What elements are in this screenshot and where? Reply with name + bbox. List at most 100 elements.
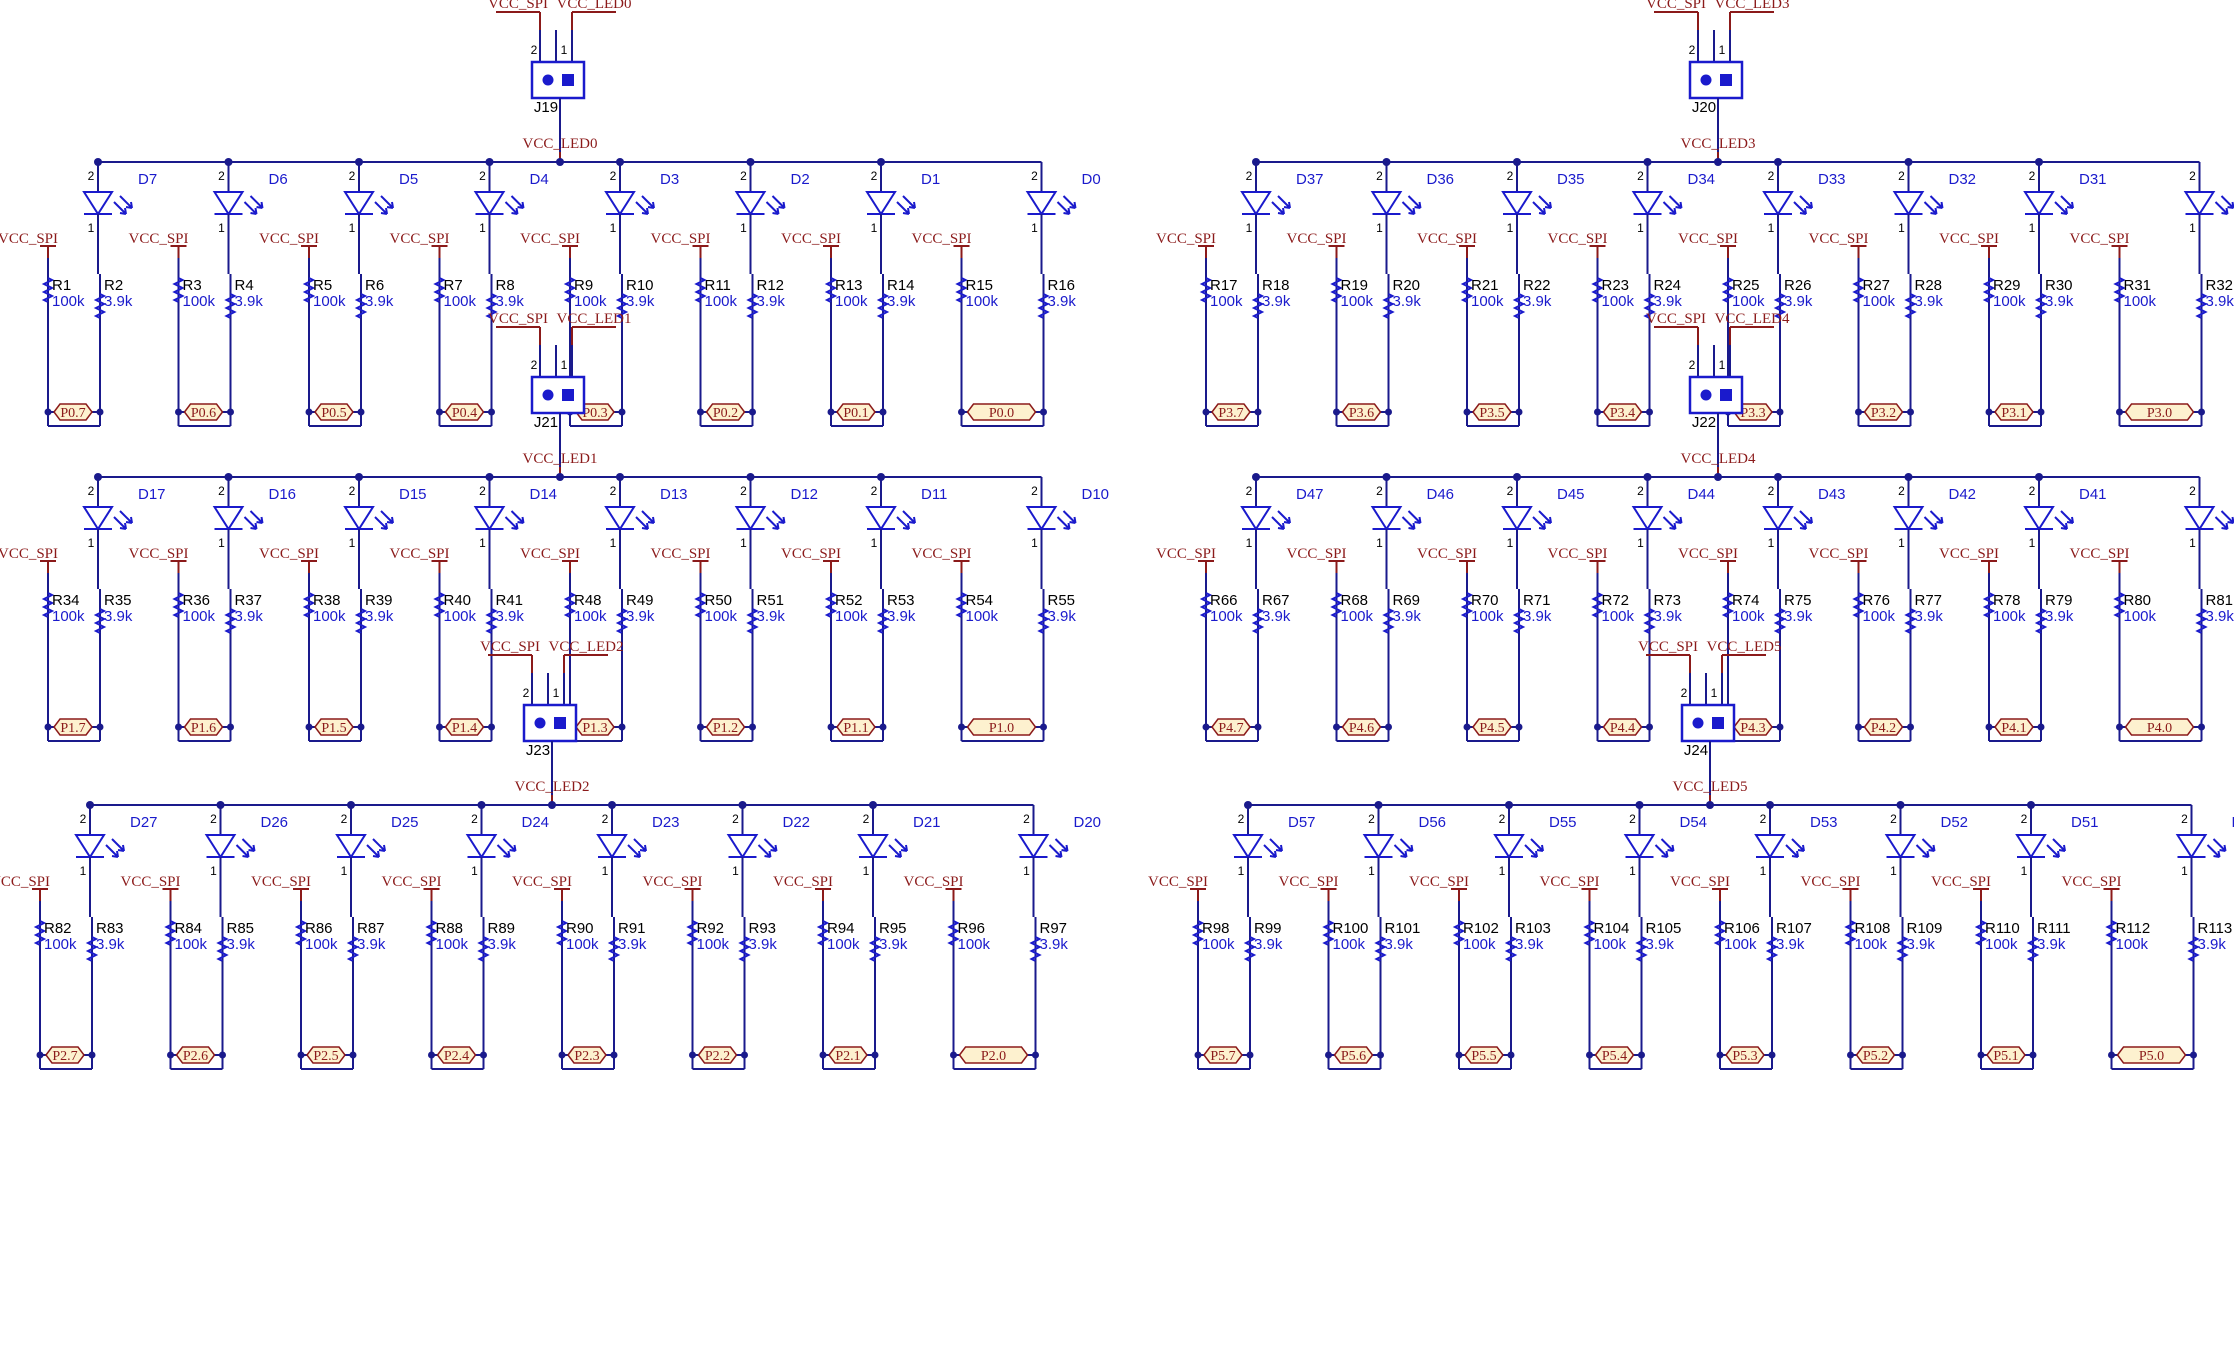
vcc-spi-label: VCC_SPI xyxy=(1931,874,1991,890)
bus-net-label: VCC_LED4 xyxy=(1681,451,1757,467)
resistor-designator: R74 xyxy=(1732,592,1760,609)
light-emission-icon xyxy=(504,195,525,215)
junction xyxy=(1244,801,1252,809)
resistor-r79 xyxy=(2034,608,2048,634)
bus-net-label: VCC_LED1 xyxy=(523,451,598,467)
light-emission-icon xyxy=(1793,195,1813,215)
light-emission-icon xyxy=(1393,838,1414,858)
resistor-value: 3.9k xyxy=(2045,608,2074,625)
jumper-pin-1 xyxy=(554,717,566,729)
port-label: P2.0 xyxy=(981,1049,1006,1064)
resistor-value: 100k xyxy=(705,608,738,625)
resistor-value: 3.9k xyxy=(1784,293,1813,310)
pin-number: 2 xyxy=(1368,812,1375,826)
resistor-r41 xyxy=(485,608,498,634)
pin-number: 1 xyxy=(1376,536,1383,550)
pin-number: 2 xyxy=(210,812,217,826)
pin-number: 1 xyxy=(2029,536,2036,550)
resistor-designator: R102 xyxy=(1463,920,1499,937)
bus-net-label: VCC_LED3 xyxy=(1681,136,1756,152)
pin-number: 2 xyxy=(1507,169,1514,183)
jumper-pin-2 xyxy=(542,389,554,401)
led-designator: D10 xyxy=(1082,486,1110,503)
led-d11 xyxy=(865,506,897,531)
resistor-r77 xyxy=(1904,608,1917,634)
port-label: P3.7 xyxy=(1218,406,1243,421)
led-d25 xyxy=(335,834,367,859)
port-flag xyxy=(183,718,224,736)
resistor-value: 100k xyxy=(1724,936,1757,953)
vcc-spi-label: VCC_SPI xyxy=(0,874,50,890)
port-flag xyxy=(1863,403,1904,421)
port-flag xyxy=(2116,1046,2187,1064)
pin-number: 2 xyxy=(1499,812,1506,826)
led-d15 xyxy=(343,506,375,531)
port-flag xyxy=(53,718,93,736)
junction xyxy=(216,801,225,809)
resistor-r8 xyxy=(485,293,498,319)
resistor-r15 xyxy=(955,277,968,303)
resistor-designator: R38 xyxy=(313,592,341,609)
led-designator: D50 xyxy=(2232,814,2234,831)
port-label: P0.7 xyxy=(60,406,85,421)
port-flag xyxy=(1733,718,1773,736)
led-designator: D51 xyxy=(2071,814,2099,831)
pin-number: 2 xyxy=(531,358,538,372)
pin-number: 2 xyxy=(531,43,538,57)
pin-number: 2 xyxy=(2029,169,2036,183)
resistor-r3 xyxy=(172,277,185,303)
pin-number: 1 xyxy=(1507,221,1514,235)
resistor-value: 100k xyxy=(1993,608,2026,625)
resistor-r50 xyxy=(694,592,707,618)
led-d6 xyxy=(212,191,245,216)
junction xyxy=(738,801,747,809)
vcc-spi-label: VCC_SPI xyxy=(2069,231,2129,247)
resistor-value: 3.9k xyxy=(1654,608,1683,625)
resistor-value: 3.9k xyxy=(1040,936,1069,953)
resistor-designator: R66 xyxy=(1210,592,1238,609)
resistor-value: 3.9k xyxy=(1393,608,1422,625)
resistor-value: 3.9k xyxy=(1654,293,1683,310)
resistor-designator: R90 xyxy=(566,920,594,937)
light-emission-icon xyxy=(896,510,916,530)
pin-number: 2 xyxy=(602,812,609,826)
vcc-spi-label: VCC_SPI xyxy=(911,231,971,247)
vcc-spi-label: VCC_SPI xyxy=(128,231,188,247)
port-flag xyxy=(2124,718,2195,736)
resistor-designator: R20 xyxy=(1393,277,1421,294)
resistor-r30 xyxy=(2034,293,2048,319)
light-emission-icon xyxy=(1532,510,1552,530)
led-designator: D45 xyxy=(1557,486,1585,503)
junction xyxy=(616,473,624,481)
port-label: P0.2 xyxy=(713,406,738,421)
pin-number: 1 xyxy=(479,221,486,235)
led-d12 xyxy=(734,506,767,531)
vcc-spi-label: VCC_SPI xyxy=(1939,546,1999,562)
port-flag xyxy=(1341,718,1382,736)
port-flag xyxy=(1863,718,1904,736)
resistor-designator: R99 xyxy=(1254,920,1282,937)
resistor-designator: R79 xyxy=(2045,592,2073,609)
resistor-designator: R24 xyxy=(1654,277,1682,294)
resistor-designator: R81 xyxy=(2206,592,2234,609)
resistor-r67 xyxy=(1251,608,1265,634)
light-emission-icon xyxy=(1662,195,1683,215)
vcc-spi-label: VCC_SPI xyxy=(0,546,58,562)
led-designator: D56 xyxy=(1419,814,1447,831)
resistor-designator: R72 xyxy=(1602,592,1630,609)
led-d45 xyxy=(1501,506,1533,531)
pin-number: 1 xyxy=(1637,536,1644,550)
resistor-value: 100k xyxy=(574,608,607,625)
pin-number: 1 xyxy=(610,536,617,550)
led-designator: D3 xyxy=(660,171,679,188)
pin-number: 2 xyxy=(732,812,739,826)
led-designator: D57 xyxy=(1288,814,1316,831)
resistor-value: 3.9k xyxy=(2045,293,2074,310)
resistor-designator: R86 xyxy=(305,920,333,937)
resistor-designator: R69 xyxy=(1393,592,1421,609)
resistor-value: 100k xyxy=(313,293,346,310)
